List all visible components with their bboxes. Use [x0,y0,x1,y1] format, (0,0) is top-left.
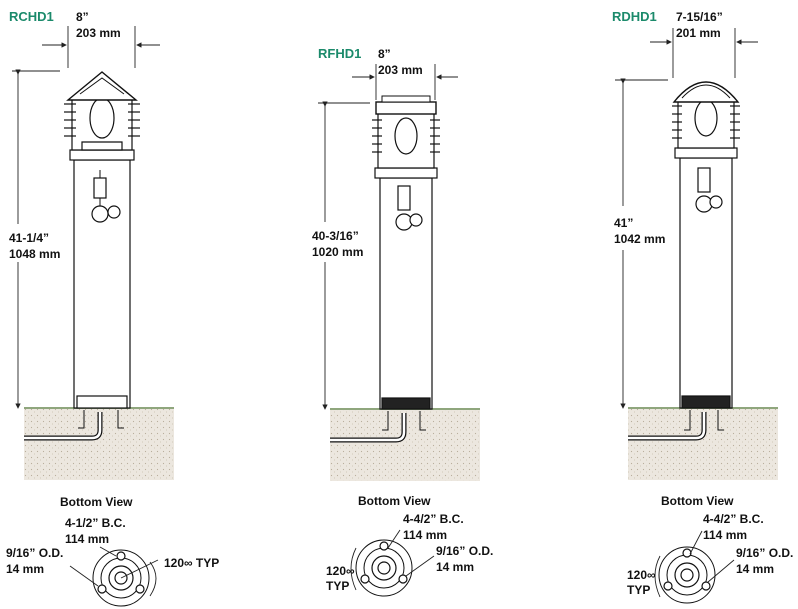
od-inches: 9/16” O.D. [736,546,793,560]
height-mm: 1048 mm [9,247,60,261]
bottom-view-title: Bottom View [358,494,431,508]
bottom-view-diagram [350,539,413,597]
od-inches: 9/16” O.D. [6,546,63,560]
width-inches: 8” [378,47,391,61]
od-inches: 9/16” O.D. [436,544,493,558]
width-mm: 201 mm [676,26,721,40]
bolt-circle-inches: 4-4/2” B.C. [703,512,764,526]
height-inches: 41-1/4” [9,231,49,245]
width-inches: 7-15/16” [676,10,723,24]
bottom-view-diagram [92,549,159,607]
fixture-rchd1: RCHD1 8” 203 mm 41-1/4” 1048 mm [6,9,219,607]
height-inches: 40-3/16” [312,229,359,243]
bottom-view-title: Bottom View [60,495,133,509]
typ-angle: 120∞ [326,564,355,578]
bolt-circle-mm: 114 mm [403,528,447,542]
width-mm: 203 mm [378,63,423,77]
height-inches: 41” [614,216,633,230]
fixture-rdhd1: RDHD1 7-15/16” 201 mm 41” 1042 mm [612,9,793,604]
model-label: RFHD1 [318,46,361,61]
od-mm: 14 mm [736,562,774,576]
typ-angle: 120∞ TYP [164,556,219,570]
model-label: RDHD1 [612,9,657,24]
bottom-view-diagram [654,546,716,604]
bolt-circle-mm: 114 mm [65,532,109,546]
typ-angle: 120∞ [627,568,656,582]
height-mm: 1042 mm [614,232,665,246]
bolt-circle-inches: 4-4/2” B.C. [403,512,464,526]
od-mm: 14 mm [436,560,474,574]
typ-word: TYP [627,583,650,597]
bolt-circle-inches: 4-1/2” B.C. [65,516,126,530]
bolt-circle-mm: 114 mm [703,528,747,542]
bottom-view-title: Bottom View [661,494,734,508]
width-mm: 203 mm [76,26,121,40]
height-mm: 1020 mm [312,245,363,259]
fixture-rfhd1: RFHD1 8” 203 mm 40-3/16” 1020 mm [312,46,493,597]
model-label: RCHD1 [9,9,54,24]
od-mm: 14 mm [6,562,44,576]
typ-word: TYP [326,579,349,593]
width-inches: 8” [76,10,89,24]
